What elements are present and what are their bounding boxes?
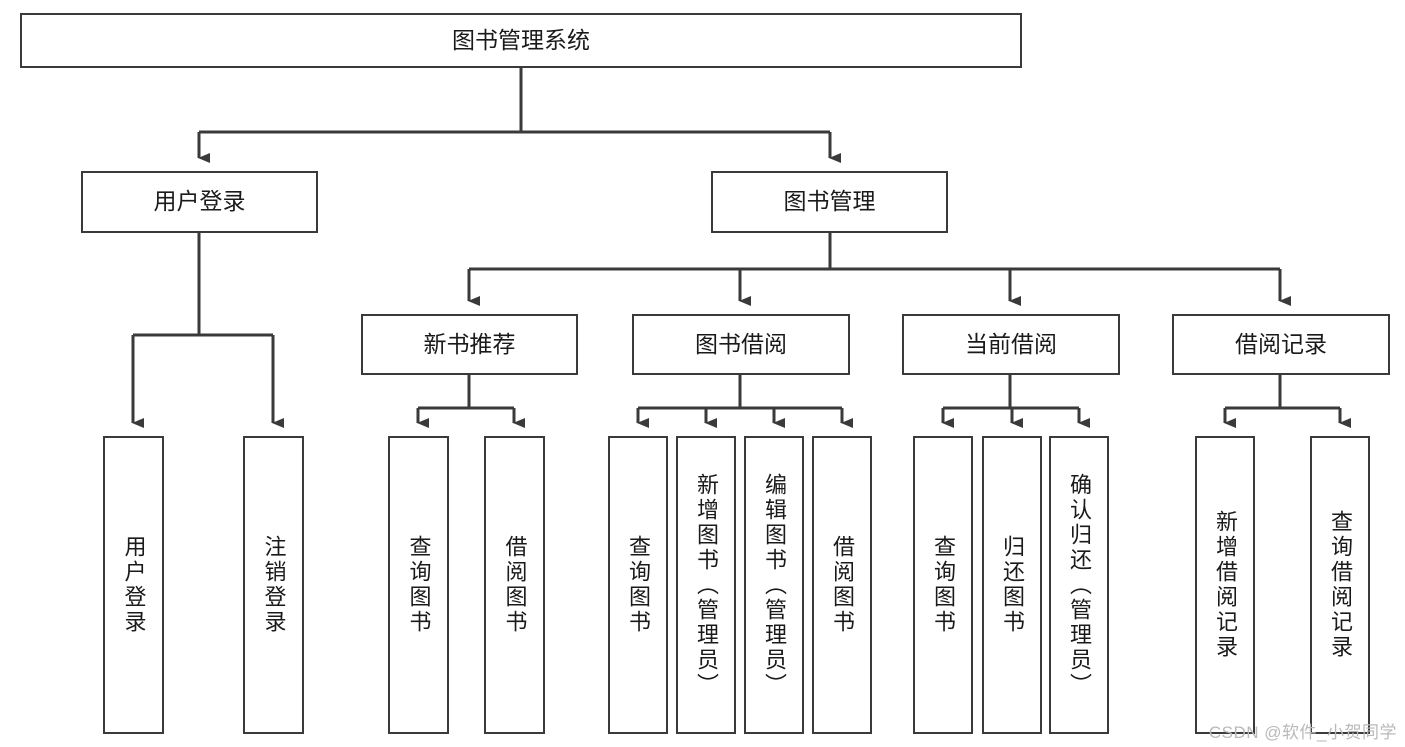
node-label: 借阅图书 <box>502 535 528 635</box>
node-label: 新增图书（管理员） <box>694 472 719 698</box>
node-leaf-confirm-return[interactable]: 确认归还（管理员） <box>1049 436 1109 734</box>
node-borrow-record[interactable]: 借阅记录 <box>1172 314 1390 375</box>
node-book-borrow[interactable]: 图书借阅 <box>632 314 850 375</box>
node-current-borrow[interactable]: 当前借阅 <box>902 314 1120 375</box>
node-label: 查询借阅记录 <box>1328 510 1353 660</box>
node-label: 新书推荐 <box>423 330 516 357</box>
node-label: 图书管理系统 <box>452 26 590 53</box>
node-label: 查询图书 <box>406 535 432 635</box>
node-label: 借阅图书 <box>830 535 855 635</box>
node-root[interactable]: 图书管理系统 <box>20 13 1022 68</box>
node-label: 用户登录 <box>153 188 246 215</box>
node-label: 查询图书 <box>931 535 956 635</box>
node-leaf-borrow-book[interactable]: 借阅图书 <box>812 436 872 734</box>
node-leaf-add-book[interactable]: 新增图书（管理员） <box>676 436 736 734</box>
node-user-login[interactable]: 用户登录 <box>81 171 318 233</box>
node-label: 图书借阅 <box>695 330 787 357</box>
node-leaf-query-book-cur[interactable]: 查询图书 <box>913 436 973 734</box>
node-leaf-query-book-rec[interactable]: 查询图书 <box>388 436 449 734</box>
node-label: 注销登录 <box>261 535 287 635</box>
node-new-book-recommend[interactable]: 新书推荐 <box>361 314 578 375</box>
node-leaf-add-record[interactable]: 新增借阅记录 <box>1195 436 1255 734</box>
node-leaf-return-book[interactable]: 归还图书 <box>982 436 1042 734</box>
node-leaf-user-logout[interactable]: 注销登录 <box>243 436 304 734</box>
node-label: 编辑图书（管理员） <box>762 472 787 698</box>
node-leaf-query-record[interactable]: 查询借阅记录 <box>1310 436 1370 734</box>
node-label: 借阅记录 <box>1235 330 1327 357</box>
node-leaf-edit-book[interactable]: 编辑图书（管理员） <box>744 436 804 734</box>
node-leaf-user-login[interactable]: 用户登录 <box>103 436 164 734</box>
node-label: 确认归还（管理员） <box>1067 472 1092 698</box>
node-leaf-borrow-book-rec[interactable]: 借阅图书 <box>484 436 545 734</box>
node-label: 查询图书 <box>626 535 651 635</box>
node-label: 归还图书 <box>1000 535 1025 635</box>
node-label: 当前借阅 <box>965 330 1057 357</box>
node-leaf-query-book-borrow[interactable]: 查询图书 <box>608 436 668 734</box>
node-label: 新增借阅记录 <box>1213 510 1238 660</box>
watermark: CSDN @软件_小贺同学 <box>1208 723 1397 742</box>
node-label: 用户登录 <box>121 535 147 635</box>
node-book-manage[interactable]: 图书管理 <box>711 171 948 233</box>
node-label: 图书管理 <box>783 188 876 215</box>
